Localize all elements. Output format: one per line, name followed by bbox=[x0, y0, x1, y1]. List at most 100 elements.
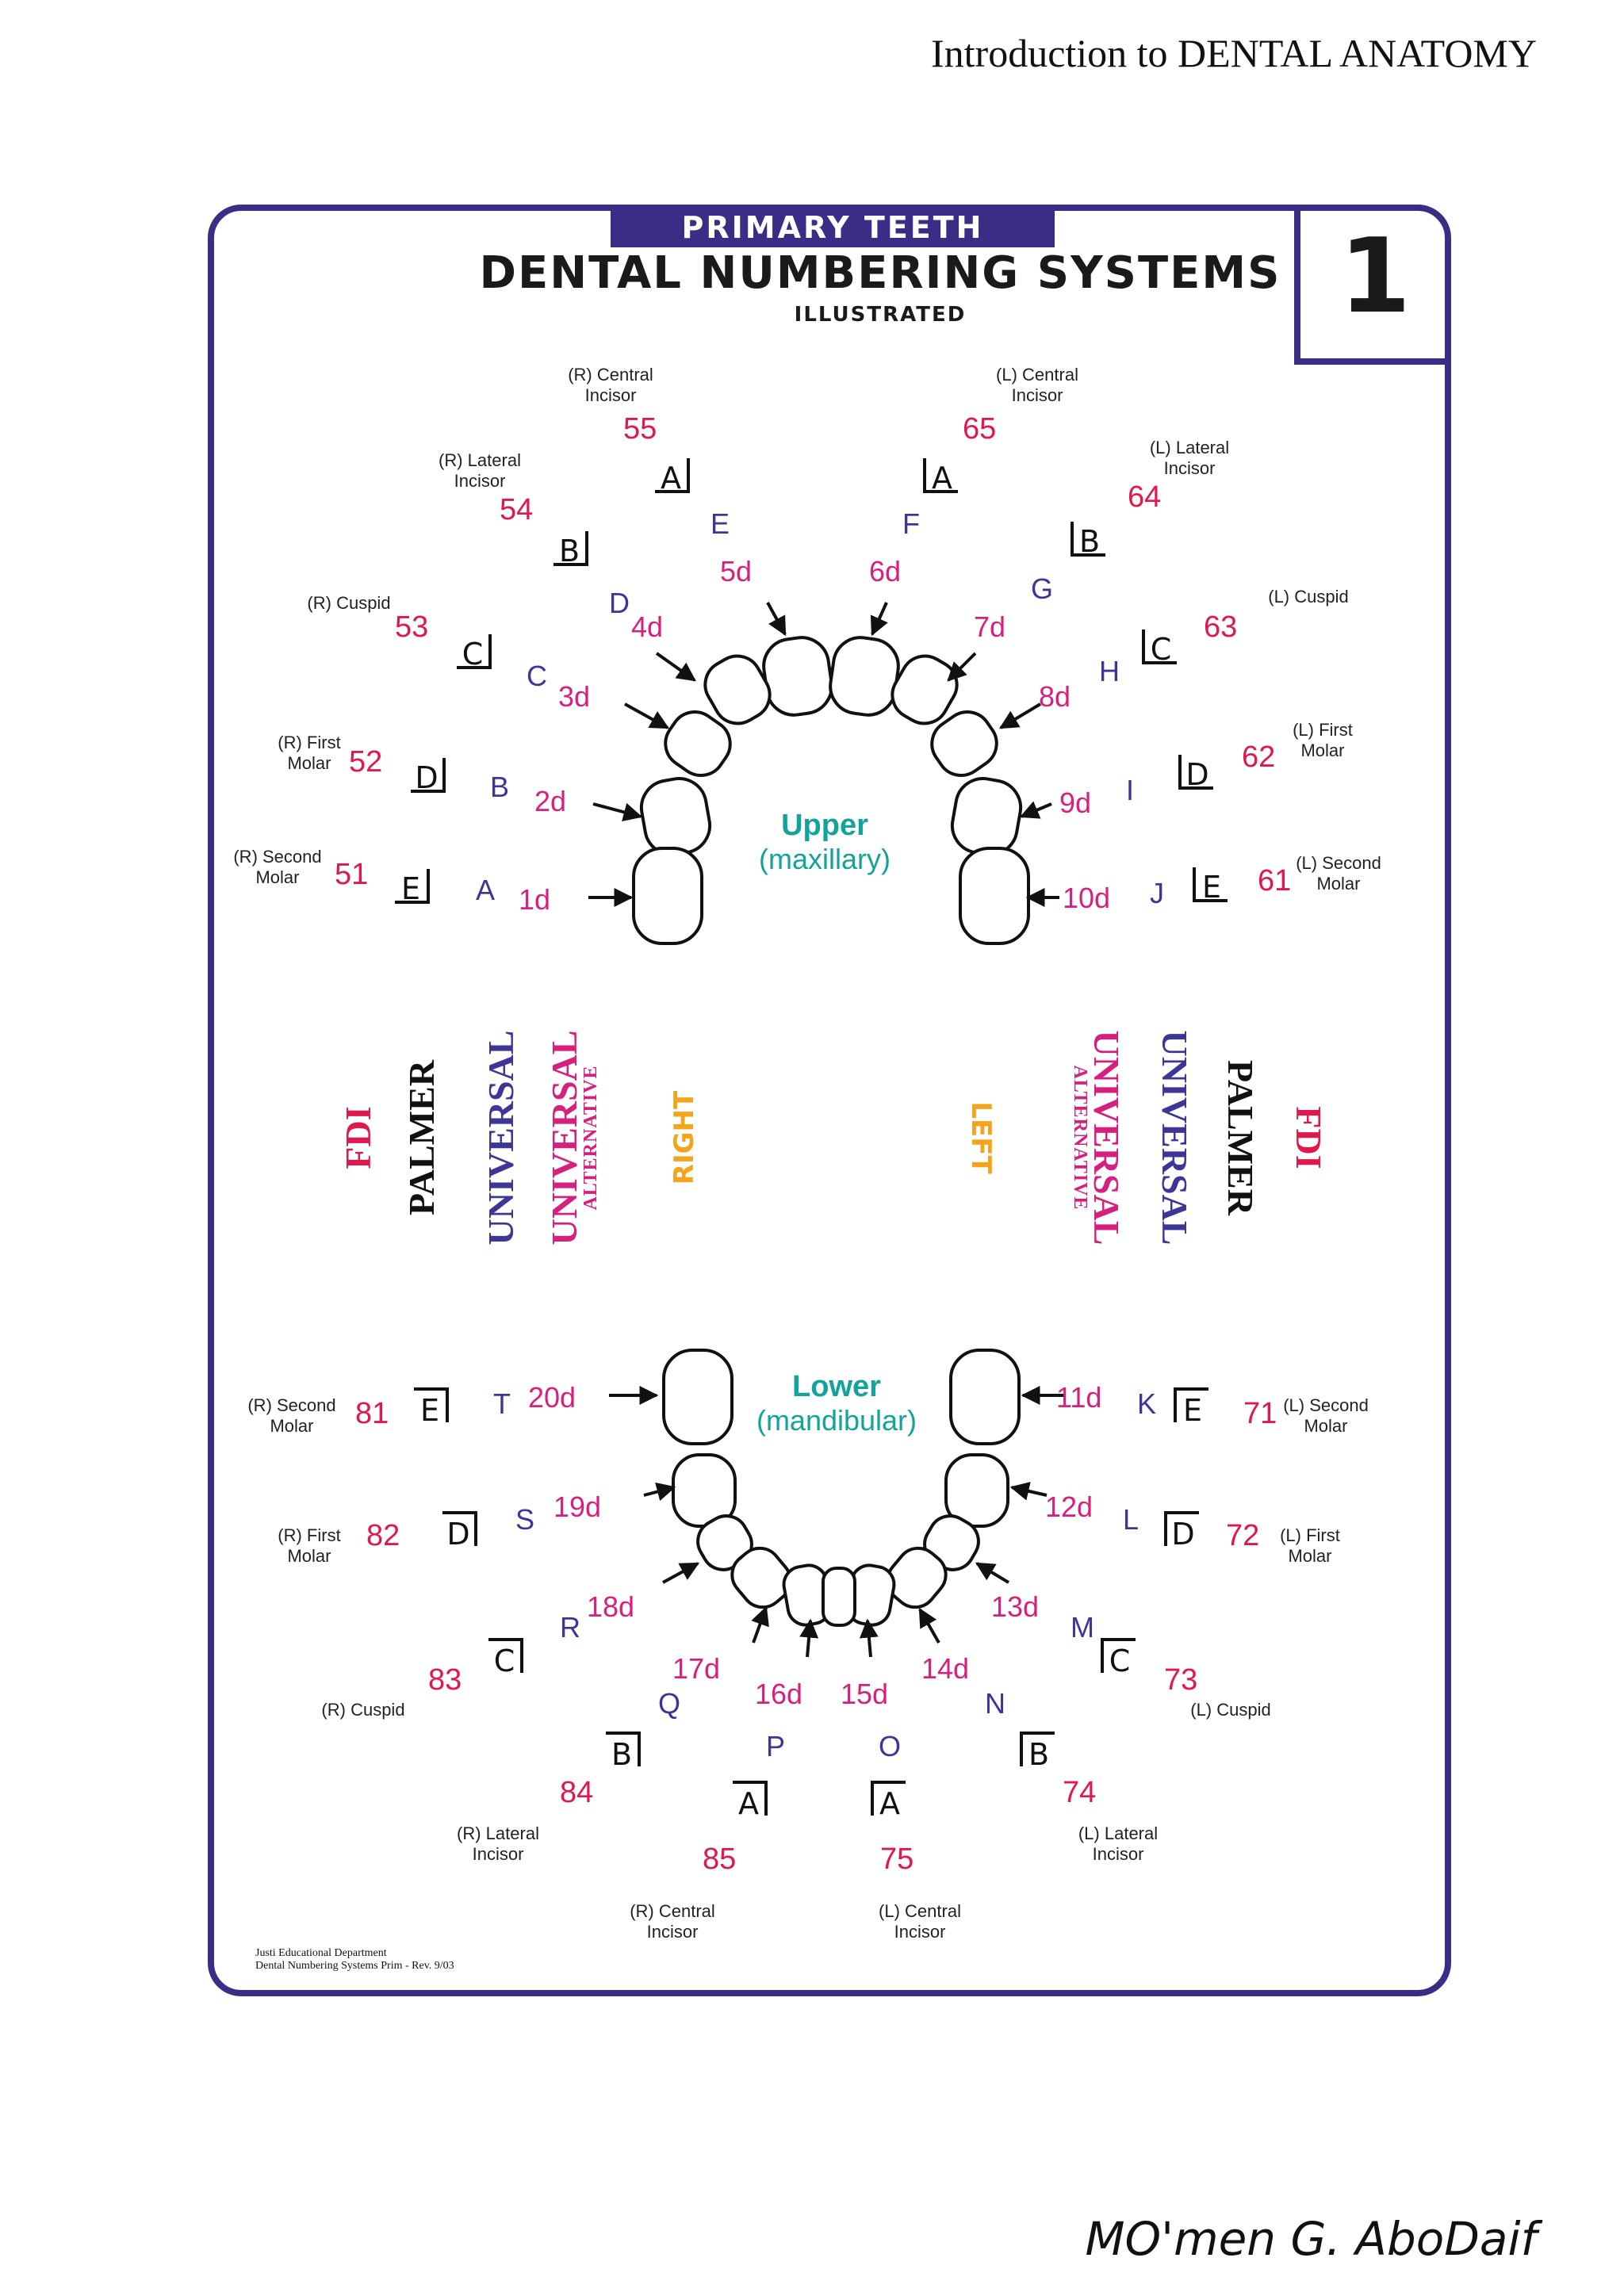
lower-fdi-2: 83 bbox=[428, 1663, 462, 1697]
upper-universal-5: F bbox=[902, 507, 920, 540]
upper-tooth-shape-1 bbox=[829, 636, 900, 717]
upper-universal-3: B bbox=[490, 771, 510, 803]
upper-jaw-label: Upper (maxillary) bbox=[714, 809, 936, 876]
lower-palmer-8: D bbox=[1171, 1517, 1195, 1552]
lower-universal-alt-4: 16d bbox=[755, 1678, 803, 1710]
chart-number-box: 1 bbox=[1294, 208, 1450, 365]
upper-universal-alt-3: 2d bbox=[534, 785, 567, 817]
upper-fdi-5: 65 bbox=[963, 412, 997, 446]
pointer-arrow-12 bbox=[662, 1562, 700, 1584]
lower-tooth-shape-3 bbox=[944, 1453, 1009, 1528]
upper-arch bbox=[632, 636, 1030, 945]
lower-palmer-box-8: D bbox=[1164, 1511, 1199, 1552]
lower-palmer-1: D bbox=[446, 1517, 470, 1552]
lower-palmer-box-2: C bbox=[488, 1638, 523, 1678]
upper-palmer-box-6: B bbox=[1071, 522, 1105, 559]
upper-tooth-name-5: (L) Central Incisor bbox=[996, 365, 1078, 405]
pointer-arrow-4 bbox=[766, 602, 787, 637]
lower-fdi-8: 72 bbox=[1226, 1519, 1260, 1552]
lower-fdi-6: 74 bbox=[1063, 1776, 1097, 1809]
lower-universal-6: N bbox=[985, 1687, 1005, 1720]
lower-fdi-7: 73 bbox=[1164, 1663, 1198, 1697]
chart-subtitle: ILLUSTRATED bbox=[794, 303, 967, 327]
upper-universal-6: G bbox=[1031, 572, 1054, 605]
lower-universal-alt-7: 13d bbox=[991, 1590, 1040, 1623]
upper-palmer-box-9: E bbox=[1193, 867, 1228, 905]
lower-palmer-box-6: B bbox=[1020, 1732, 1055, 1772]
lower-universal-8: L bbox=[1123, 1503, 1139, 1536]
upper-tooth-shape-7 bbox=[950, 777, 1023, 856]
upper-palmer-4: E bbox=[400, 871, 420, 906]
legend-universal-alt-right: UNIVERSAL ALTERNATIVE bbox=[544, 1023, 603, 1253]
upper-tooth-name-0: (R) Central Incisor bbox=[568, 365, 653, 405]
upper-palmer-3: D bbox=[415, 760, 439, 795]
upper-universal-alt-0: 5d bbox=[720, 555, 753, 587]
lower-palmer-2: C bbox=[493, 1644, 515, 1678]
pointer-arrow-2 bbox=[624, 702, 670, 729]
lower-fdi-4: 85 bbox=[703, 1843, 737, 1876]
upper-palmer-9: E bbox=[1201, 870, 1221, 905]
lower-tooth-name-7: (L) Cuspid bbox=[1190, 1700, 1271, 1720]
lower-universal-alt-6: 14d bbox=[921, 1652, 970, 1685]
upper-tooth-shape-4 bbox=[664, 710, 732, 777]
lower-universal-9: K bbox=[1137, 1387, 1157, 1420]
upper-universal-alt-9: 10d bbox=[1063, 882, 1111, 914]
lower-universal-5: O bbox=[879, 1730, 902, 1762]
upper-tooth-shape-8 bbox=[632, 847, 703, 945]
upper-palmer-8: D bbox=[1185, 757, 1209, 792]
lower-jaw-title: Lower bbox=[792, 1370, 881, 1403]
legend-universal-alt-left: UNIVERSAL ALTERNATIVE bbox=[1068, 1023, 1127, 1253]
lower-tooth-name-3: (R) Lateral Incisor bbox=[457, 1823, 539, 1864]
lower-universal-7: M bbox=[1071, 1611, 1094, 1644]
upper-palmer-0: A bbox=[661, 461, 681, 496]
lower-universal-1: S bbox=[515, 1503, 535, 1536]
upper-fdi-4: 51 bbox=[335, 858, 369, 891]
lower-tooth-name-0: (R) Second Molar bbox=[247, 1395, 336, 1436]
upper-fdi-3: 52 bbox=[349, 745, 383, 779]
upper-palmer-2: C bbox=[462, 637, 484, 672]
legend-palmer-right: PALMER bbox=[401, 1060, 442, 1215]
upper-tooth-name-8: (L) First Molar bbox=[1293, 720, 1353, 760]
upper-universal-8: I bbox=[1126, 774, 1135, 806]
upper-jaw-subtitle: (maxillary) bbox=[759, 843, 891, 875]
upper-palmer-1: B bbox=[558, 534, 580, 568]
lower-palmer-0: E bbox=[419, 1393, 439, 1428]
upper-palmer-box-2: C bbox=[457, 634, 492, 672]
upper-tooth-name-9: (L) Second Molar bbox=[1296, 853, 1381, 894]
legend-side-right: RIGHT bbox=[668, 1090, 700, 1185]
upper-universal-2: C bbox=[527, 660, 547, 692]
legend-universal-alt-right-sub: ALTERNATIVE bbox=[580, 1065, 601, 1211]
arrows bbox=[588, 602, 1066, 1658]
pointer-arrow-11 bbox=[643, 1482, 676, 1502]
lower-universal-2: R bbox=[560, 1611, 580, 1644]
upper-tooth-name-2: (R) Cuspid bbox=[307, 593, 391, 613]
legend-universal-left: UNIVERSAL bbox=[1155, 1030, 1195, 1246]
lower-tooth-name-9: (L) Second Molar bbox=[1283, 1395, 1369, 1436]
legend-palmer-left: PALMER bbox=[1220, 1060, 1261, 1215]
upper-tooth-name-3: (R) First Molar bbox=[278, 733, 341, 773]
upper-universal-alt-6: 7d bbox=[974, 610, 1006, 643]
lower-palmer-6: B bbox=[1028, 1737, 1050, 1772]
upper-universal-1: D bbox=[609, 587, 630, 619]
lower-palmer-box-7: C bbox=[1101, 1638, 1136, 1678]
upper-universal-7: H bbox=[1099, 655, 1120, 687]
upper-fdi-1: 54 bbox=[500, 493, 534, 526]
lower-fdi-3: 84 bbox=[560, 1776, 594, 1809]
upper-tooth-shape-9 bbox=[959, 847, 1030, 945]
lower-universal-alt-8: 12d bbox=[1045, 1490, 1094, 1523]
upper-universal-alt-4: 1d bbox=[519, 883, 551, 916]
pointer-arrow-15 bbox=[859, 1618, 879, 1658]
lower-tooth-name-5: (L) Central Incisor bbox=[879, 1901, 961, 1942]
upper-palmer-box-1: B bbox=[553, 531, 588, 568]
footnote-line-1: Justi Educational Department bbox=[255, 1947, 387, 1959]
pointer-arrow-3 bbox=[655, 652, 696, 682]
upper-palmer-5: A bbox=[932, 461, 952, 496]
legend-universal-alt-left-main: UNIVERSAL bbox=[1086, 1030, 1127, 1246]
footnote: Justi Educational Department Dental Numb… bbox=[255, 1947, 454, 1973]
pointer-arrow-13 bbox=[751, 1605, 769, 1644]
lower-universal-alt-5: 15d bbox=[841, 1678, 889, 1710]
lower-palmer-box-5: A bbox=[871, 1781, 906, 1821]
lower-tooth-name-1: (R) First Molar bbox=[278, 1525, 341, 1566]
lower-universal-alt-3: 17d bbox=[672, 1652, 721, 1685]
